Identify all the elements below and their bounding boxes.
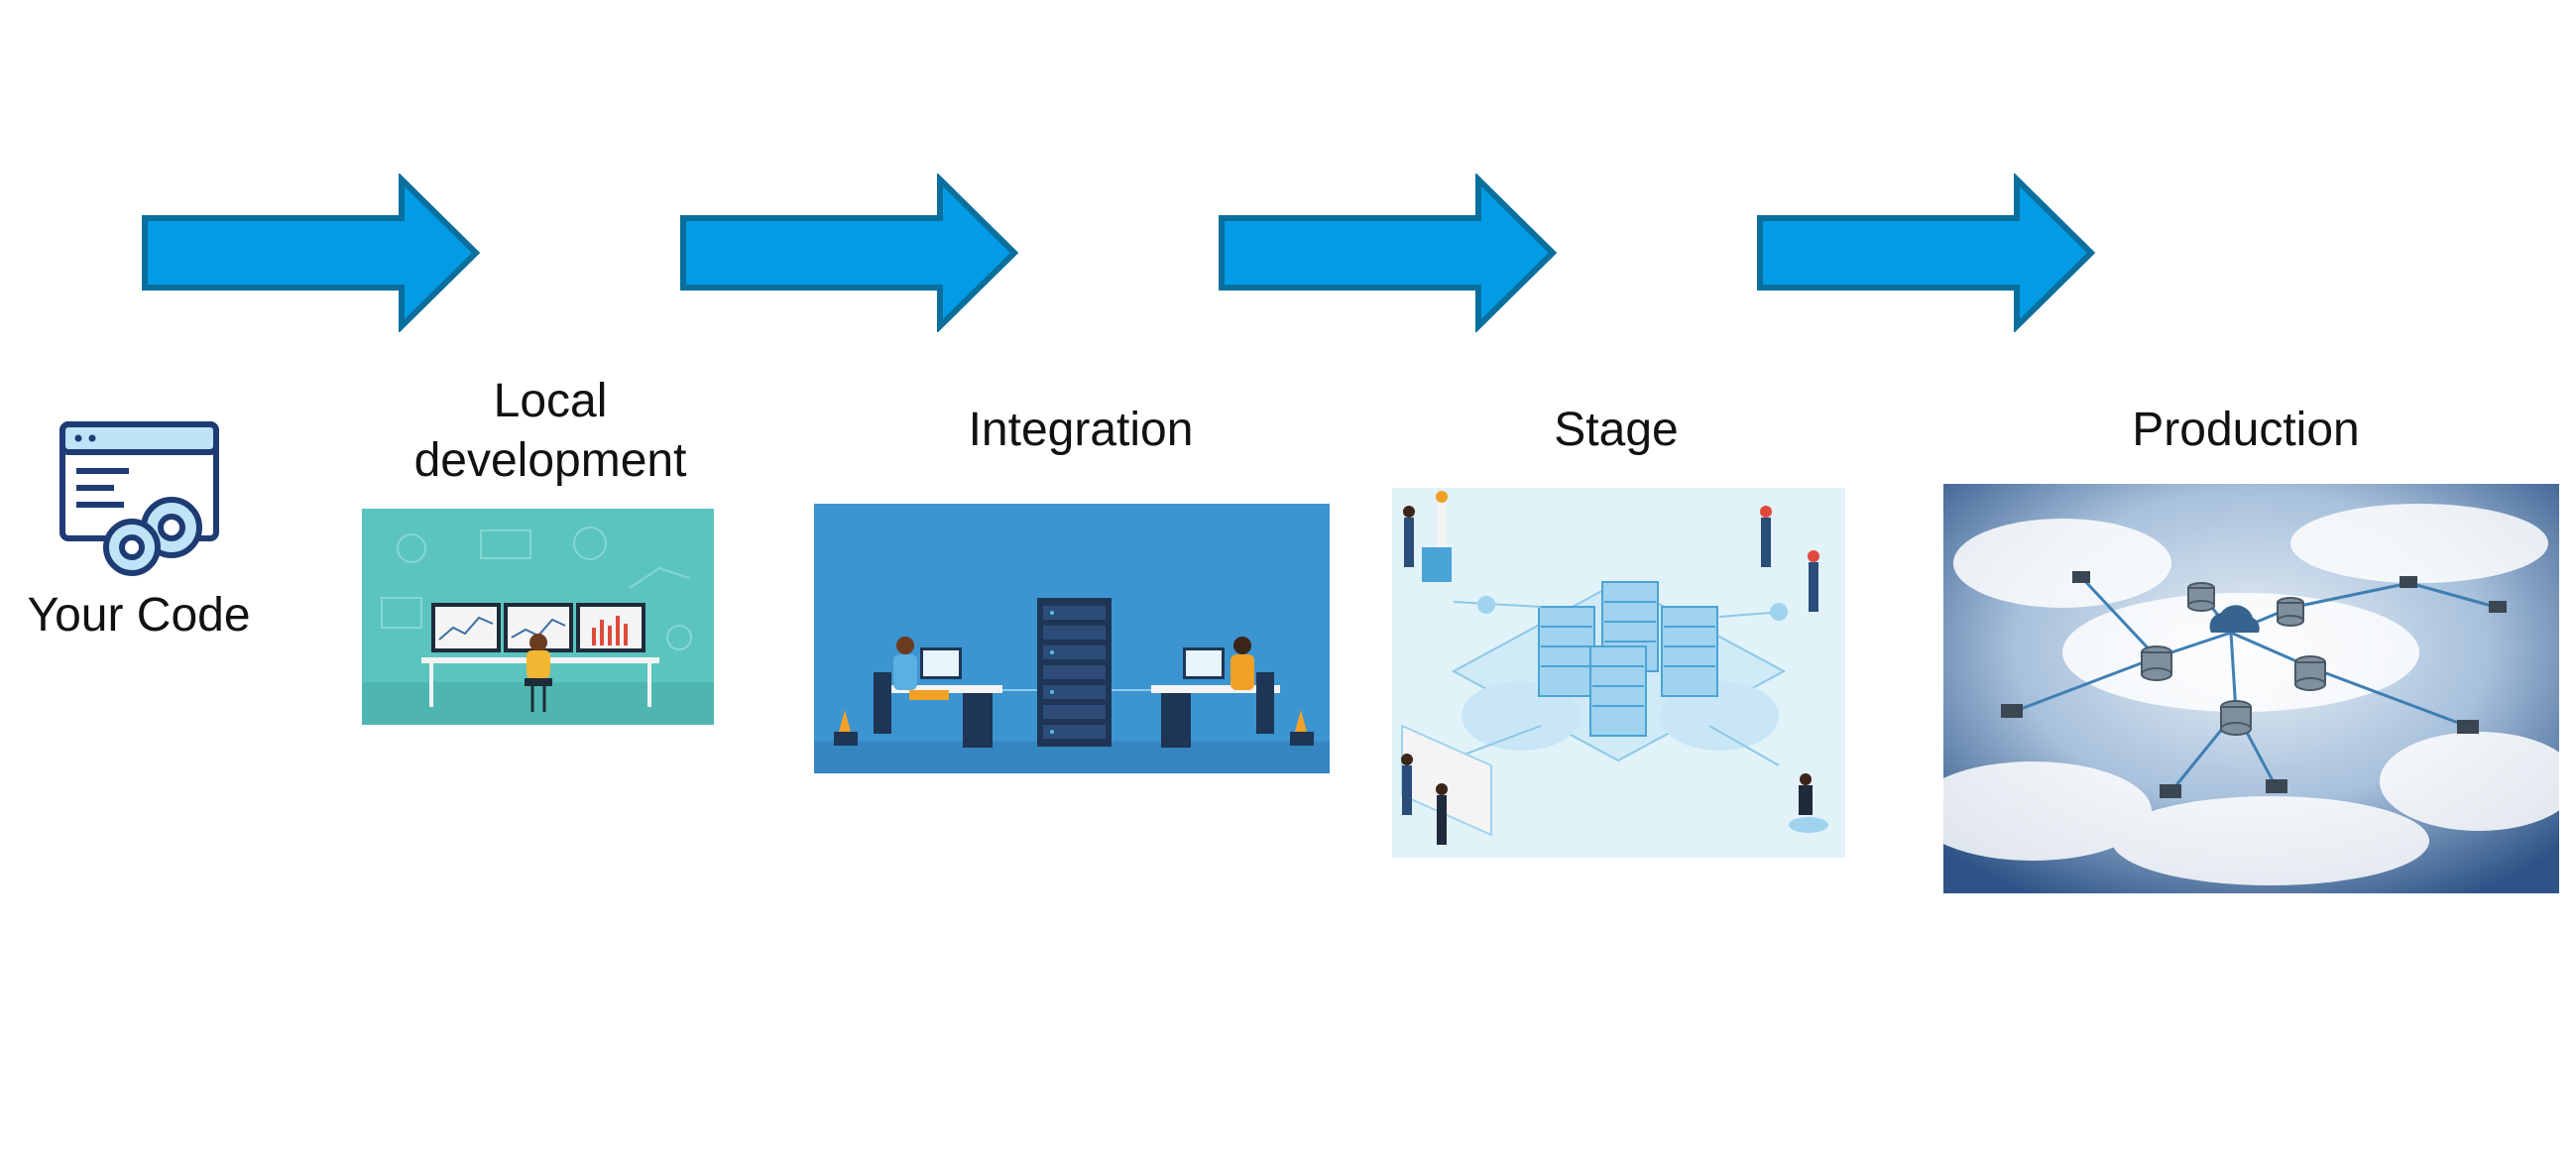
stage-label-local-line2: development bbox=[413, 434, 687, 487]
flow-arrow-3 bbox=[1219, 174, 1558, 332]
stage-label-stage: Stage bbox=[1554, 404, 1679, 456]
stage-illustration bbox=[1392, 488, 1845, 858]
flow-arrow-1 bbox=[142, 174, 481, 332]
integration-illustration bbox=[814, 504, 1330, 773]
stage-label-your-code: Your Code bbox=[27, 589, 251, 642]
stage-label-production: Production bbox=[2132, 404, 2360, 456]
flow-arrow-4 bbox=[1757, 174, 2096, 332]
stage-label-integration: Integration bbox=[968, 404, 1194, 456]
code-window-gears-icon bbox=[59, 421, 219, 576]
stage-label-local-line1: Local bbox=[493, 375, 608, 427]
production-illustration bbox=[1943, 484, 2559, 893]
local-development-illustration bbox=[362, 509, 714, 725]
flow-arrow-2 bbox=[680, 174, 1019, 332]
